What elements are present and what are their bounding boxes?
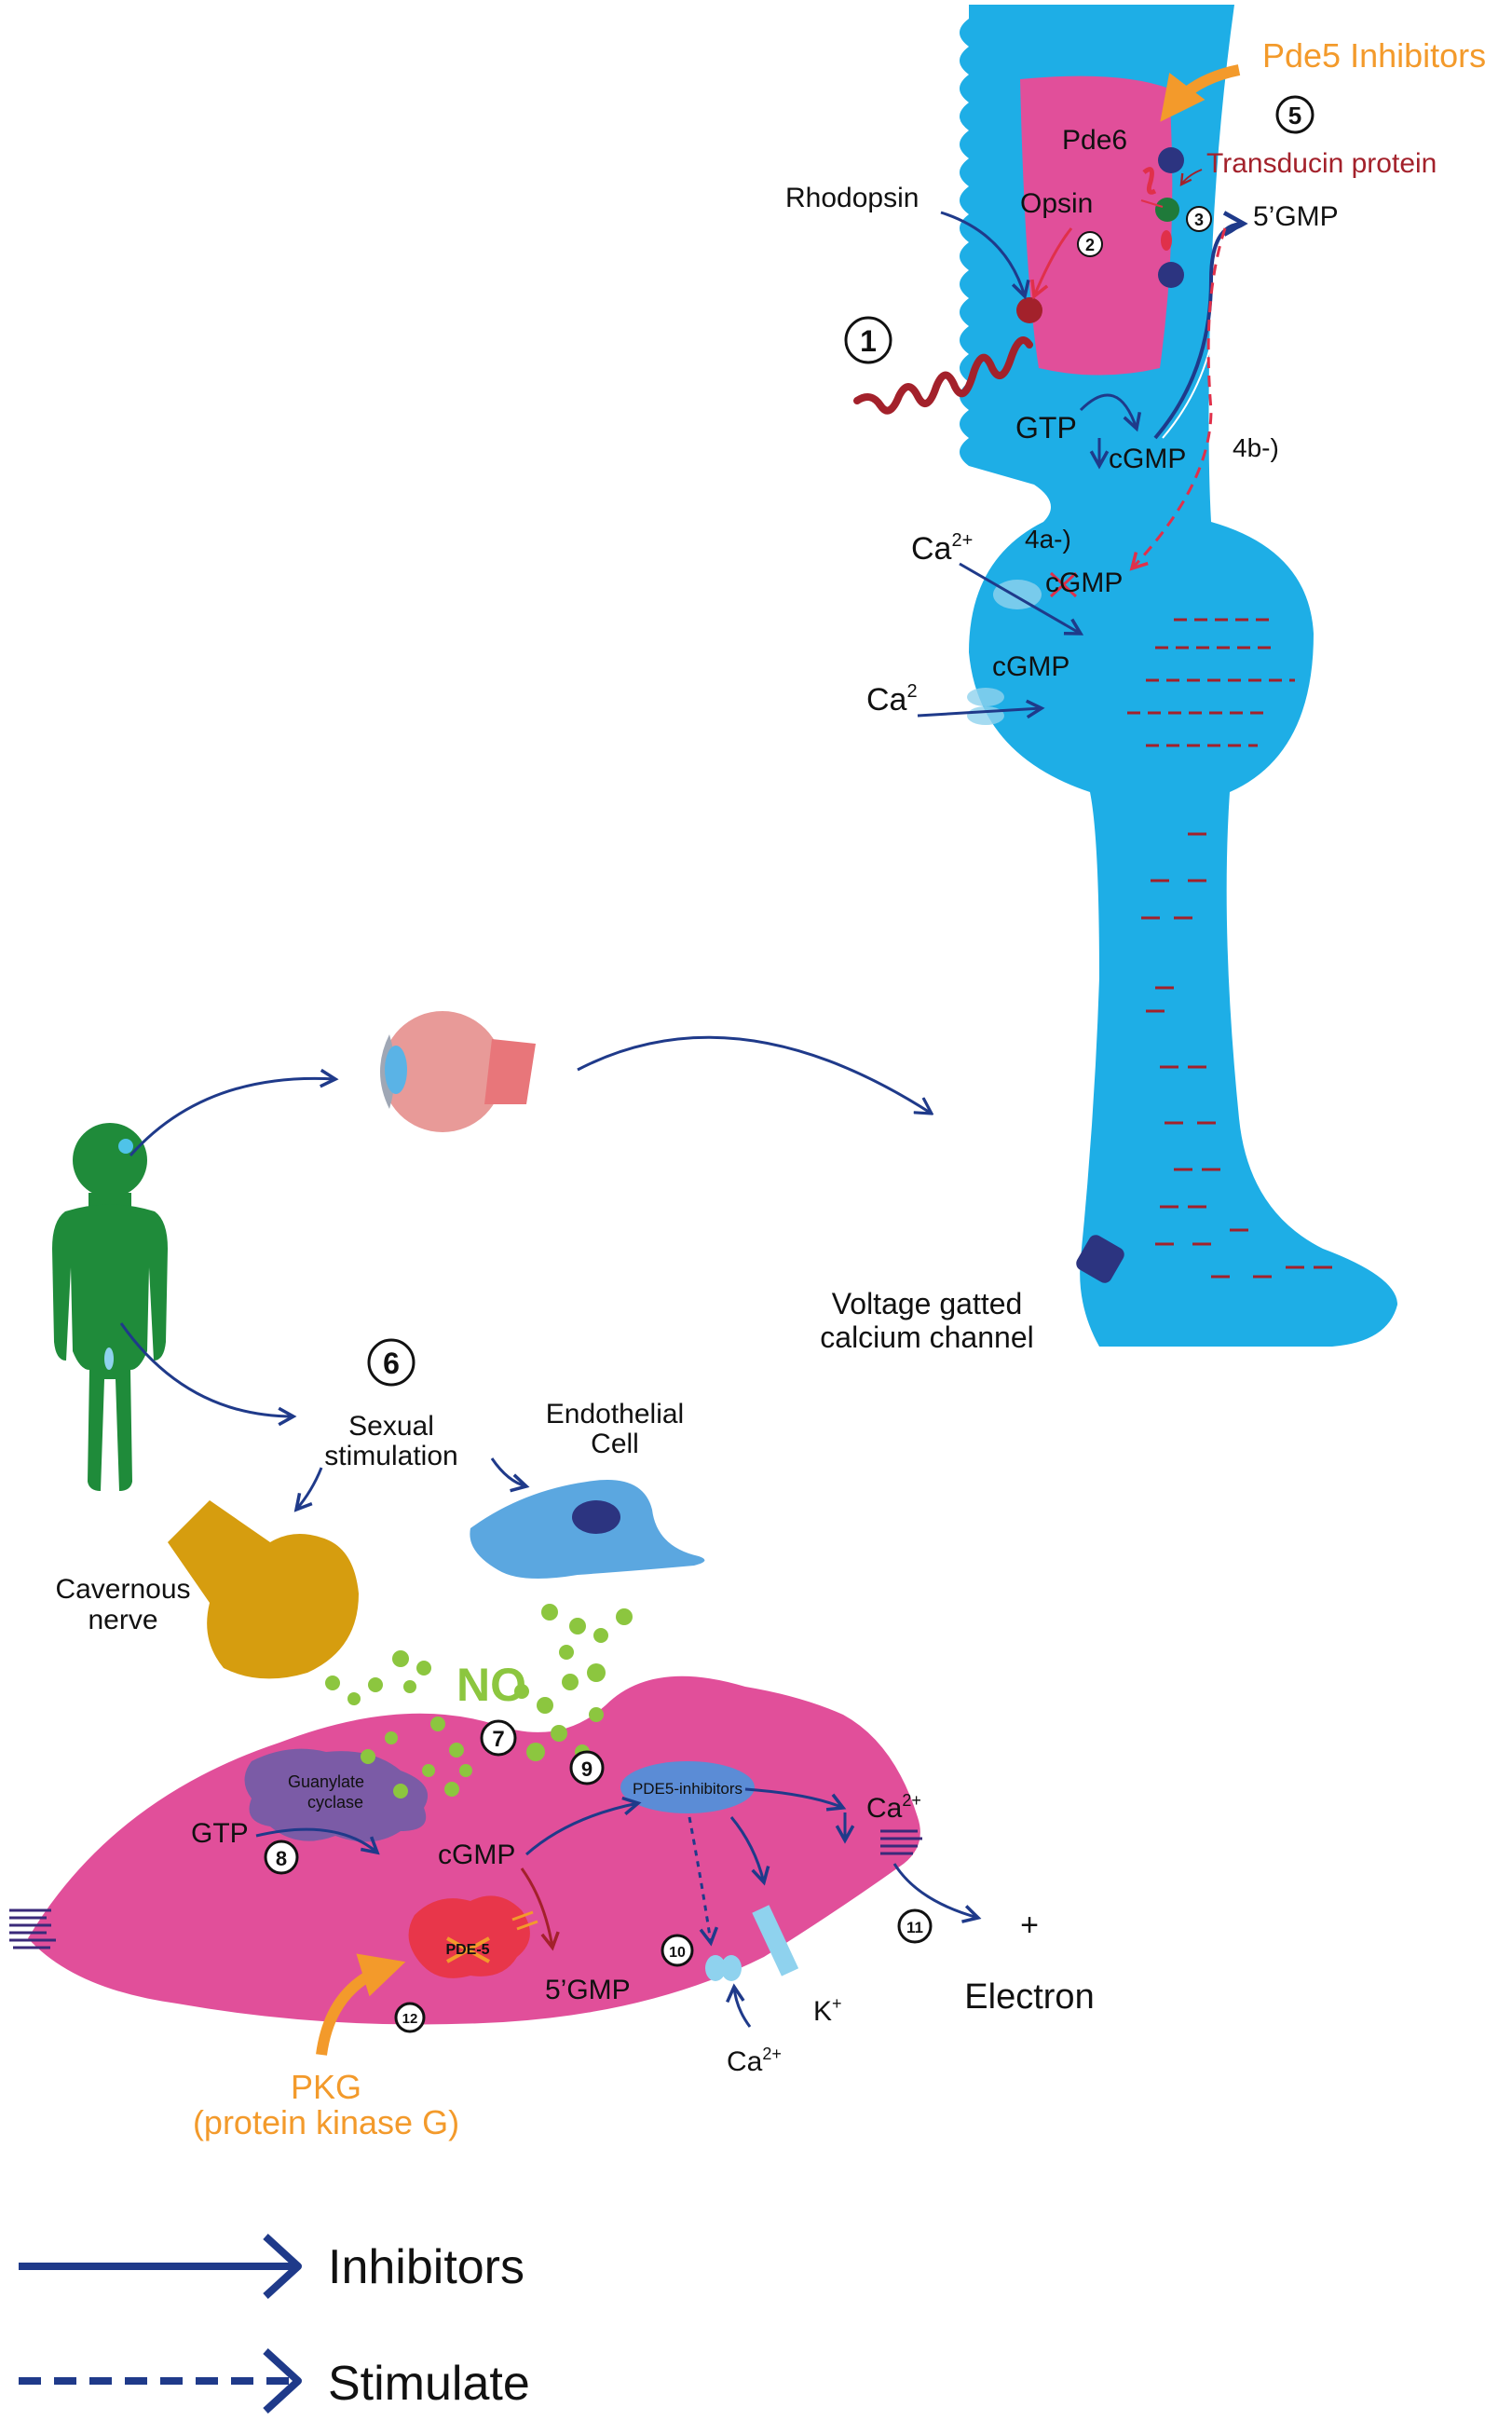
sexual-stimulation-label-1: Sexual — [348, 1411, 434, 1442]
voltage-channel-label-1: Voltage gatted — [832, 1287, 1023, 1320]
ion-channels-bottom — [705, 1905, 799, 1981]
step-9: 9 — [569, 1750, 605, 1785]
smooth-muscle-arrows — [255, 1787, 978, 2056]
transducin-label: Transducin protein — [1206, 148, 1437, 179]
svg-text:7: 7 — [492, 1727, 504, 1752]
step-4a-label: 4a-) — [1025, 525, 1071, 554]
voltage-channel-label-2: calcium channel — [820, 1320, 1033, 1354]
endothelial-cell-label-1: Endothelial — [546, 1399, 684, 1429]
step-5: 5 — [1275, 95, 1314, 134]
svg-text:6: 6 — [383, 1347, 400, 1380]
opsin-label: Opsin — [1020, 188, 1093, 219]
svg-text:5: 5 — [1288, 102, 1301, 130]
cgmp-crossed-label: cGMP — [1045, 568, 1123, 598]
step-11: 11 — [897, 1908, 933, 1944]
photoreceptor-cell — [853, 5, 1397, 1347]
pde5-inhibitors-label: PDE5-inhibitors — [633, 1780, 742, 1798]
rhodopsin-label: Rhodopsin — [785, 183, 919, 213]
svg-text:2: 2 — [1085, 236, 1095, 254]
electron-label: Electron — [964, 1977, 1094, 2017]
gtp-top-label: GTP — [1015, 411, 1077, 445]
photoreceptor-labels: Pde5 Inhibitors Pde6 Transducin protein … — [785, 36, 1486, 1354]
guanylate-cyclase-label-2: cyclase — [307, 1793, 363, 1812]
step-10: 10 — [661, 1934, 694, 1967]
step-6: 6 — [367, 1338, 415, 1387]
cgmp-top-label: cGMP — [1109, 444, 1186, 474]
legend-stimulate: Stimulate — [19, 2348, 530, 2414]
endothelial-cell-label-2: Cell — [591, 1429, 639, 1459]
cavernous-nerve-label-1: Cavernous — [55, 1574, 190, 1605]
cavernous-nerve-shape — [168, 1500, 359, 1679]
gtp-bottom-label: GTP — [191, 1818, 249, 1849]
svg-text:11: 11 — [906, 1919, 923, 1936]
photoreceptor-arrows — [917, 64, 1246, 716]
svg-text:10: 10 — [669, 1945, 686, 1961]
kplus-label: K+ — [813, 1994, 842, 2027]
step-2: 2 — [1077, 231, 1103, 257]
step-8: 8 — [264, 1840, 299, 1875]
pde5-inhibitors-top-label: Pde5 Inhibitors — [1262, 36, 1486, 75]
no-label: NO — [456, 1659, 526, 1711]
guanylate-cyclase-shape — [244, 1748, 429, 1842]
step-7: 7 — [480, 1719, 517, 1757]
pkg-label-2: (protein kinase G) — [193, 2103, 459, 2141]
legend-inhibitors-label: Inhibitors — [328, 2240, 524, 2294]
svg-text:9: 9 — [581, 1758, 593, 1781]
legend-stimulate-label: Stimulate — [328, 2357, 530, 2411]
sexual-stimulation-label-2: stimulation — [324, 1441, 457, 1471]
cavernous-nerve-label-2: nerve — [88, 1605, 157, 1635]
svg-text:1: 1 — [860, 324, 877, 358]
svg-text:12: 12 — [402, 2011, 418, 2027]
svg-text:8: 8 — [276, 1847, 287, 1870]
step-1: 1 — [844, 316, 892, 364]
step-3: 3 — [1186, 206, 1212, 232]
ca2-label: Ca2 — [866, 681, 918, 718]
ca2plus-top-label: Ca2+ — [911, 530, 973, 567]
ca2plus-bottom-label: Ca2+ — [727, 2045, 782, 2077]
smooth-muscle-labels: Sexual stimulation Endothelial Cell Cave… — [55, 1399, 1094, 2141]
pde6-label: Pde6 — [1062, 125, 1127, 156]
guanylate-cyclase-label-1: Guanylate — [288, 1772, 364, 1791]
ca2plus-right-label: Ca2+ — [866, 1791, 921, 1824]
endothelial-cell-shape — [470, 1480, 705, 1579]
cgmp-bottom-label: cGMP — [438, 1840, 515, 1870]
5gmp-bottom-label: 5’GMP — [545, 1975, 631, 2005]
plus-sign-label: + — [1020, 1908, 1039, 1943]
cgmp-lower-label: cGMP — [992, 651, 1069, 682]
5gmp-top-label: 5’GMP — [1253, 201, 1339, 232]
step-12: 12 — [394, 2002, 426, 2033]
pkg-label-1: PKG — [291, 2068, 361, 2106]
pde5-enzyme-shape — [408, 1895, 530, 1978]
pde5-enzyme-label: PDE-5 — [445, 1942, 489, 1958]
legend: Inhibitors Stimulate — [19, 2234, 530, 2414]
connecting-arrows — [119, 1035, 932, 1510]
human-figure — [52, 1123, 168, 1491]
step-4b-label: 4b-) — [1233, 433, 1279, 462]
pde5-inhibitors-bubble — [620, 1761, 755, 1813]
charge-dashes — [1127, 618, 1332, 1279]
svg-text:3: 3 — [1194, 211, 1204, 229]
legend-inhibitors: Inhibitors — [19, 2234, 524, 2299]
eye-illustration — [380, 1011, 536, 1132]
